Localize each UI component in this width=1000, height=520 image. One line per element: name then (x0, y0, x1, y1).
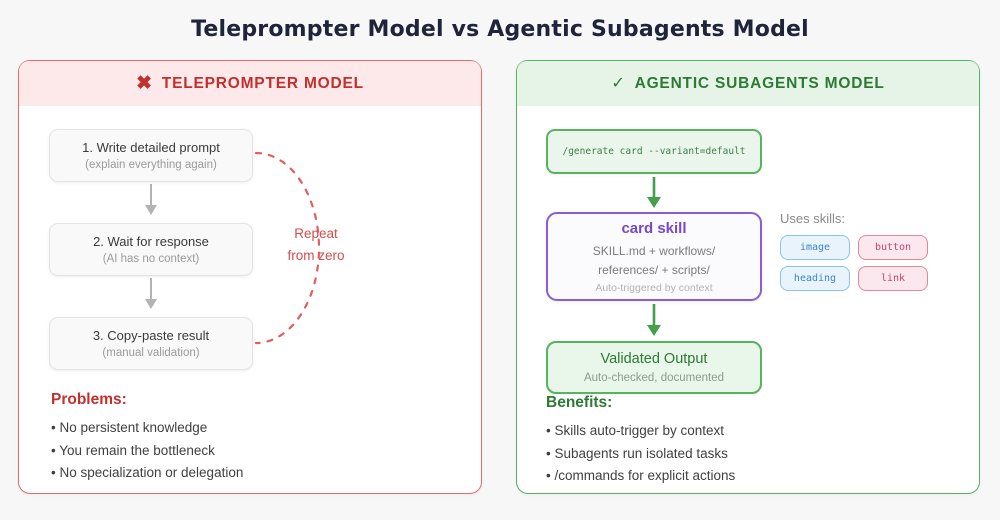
card-skill-note: Auto-triggered by context (595, 281, 713, 294)
problem-item: • No persistent knowledge (51, 420, 208, 435)
arrow-down-icon (647, 197, 661, 208)
agentic-panel-header: ✓ AGENTIC SUBAGENTS MODEL (517, 61, 979, 106)
generate-command-box: /generate card --variant=default (546, 129, 762, 174)
problem-item: • You remain the bottleneck (51, 442, 215, 458)
repeat-loop-label: Repeat from zero (260, 223, 372, 267)
teleprompter-panel-body: 1. Write detailed prompt (explain everyt… (19, 106, 481, 493)
card-skill-box: card skill SKILL.md + workflows/ referen… (546, 212, 762, 301)
validated-output-subtitle: Auto-checked, documented (583, 372, 724, 384)
x-icon: ✖ (136, 73, 153, 94)
step-sublabel: (explain everything again) (85, 159, 217, 171)
agentic-panel: ✓ AGENTIC SUBAGENTS MODEL /generate card… (516, 60, 980, 494)
repeat-loop-line2: from zero (287, 248, 345, 263)
skill-chip-heading: heading (780, 266, 850, 291)
benefit-item: • /commands for explicit actions (546, 468, 736, 483)
validated-output-title: Validated Output (600, 351, 708, 367)
arrow-down-icon (145, 205, 157, 215)
skill-chip-image: image (780, 235, 850, 260)
generate-command-text: /generate card --variant=default (562, 146, 746, 157)
uses-skills-label: Uses skills: (780, 211, 846, 226)
problems-section: Problems: • No persistent knowledge • Yo… (51, 391, 243, 489)
step-label: 2. Wait for response (93, 234, 209, 249)
benefits-title: Benefits: (546, 394, 613, 411)
step-write-prompt: 1. Write detailed prompt (explain everyt… (49, 129, 253, 182)
validated-output-box: Validated Output Auto-checked, documente… (546, 341, 762, 394)
benefit-item: • Subagents run isolated tasks (546, 445, 728, 461)
skill-chip-link: link (858, 266, 928, 291)
arrow-down-icon (145, 299, 157, 309)
step-label: 1. Write detailed prompt (82, 140, 220, 155)
check-icon: ✓ (611, 74, 626, 92)
skill-chip-button: button (858, 235, 928, 260)
teleprompter-panel: ✖ TELEPROMPTER MODEL 1. Write detailed p… (18, 60, 482, 494)
agentic-panel-body: /generate card --variant=default card sk… (517, 106, 979, 493)
benefit-item: • Skills auto-trigger by context (546, 423, 725, 438)
problems-title: Problems: (51, 391, 127, 408)
step-label: 3. Copy-paste result (92, 328, 210, 343)
step-sublabel: (manual validation) (102, 347, 200, 359)
repeat-loop-line1: Repeat (294, 226, 338, 241)
arrow-down-icon (647, 325, 661, 336)
card-skill-files-line2: references/ + scripts/ (598, 262, 710, 277)
card-skill-title: card skill (621, 219, 687, 237)
benefits-section: Benefits: • Skills auto-trigger by conte… (546, 394, 735, 492)
step-copy-paste: 3. Copy-paste result (manual validation) (49, 317, 253, 370)
agentic-panel-title: AGENTIC SUBAGENTS MODEL (634, 74, 885, 92)
teleprompter-panel-title: TELEPROMPTER MODEL (161, 74, 364, 92)
page-title: Teleprompter Model vs Agentic Subagents … (191, 17, 809, 42)
step-sublabel: (AI has no context) (102, 253, 200, 265)
teleprompter-panel-header: ✖ TELEPROMPTER MODEL (19, 61, 481, 106)
card-skill-files-line1: SKILL.md + workflows/ (592, 243, 716, 258)
step-wait-response: 2. Wait for response (AI has no context) (49, 223, 253, 276)
problem-item: • No specialization or delegation (51, 465, 244, 480)
